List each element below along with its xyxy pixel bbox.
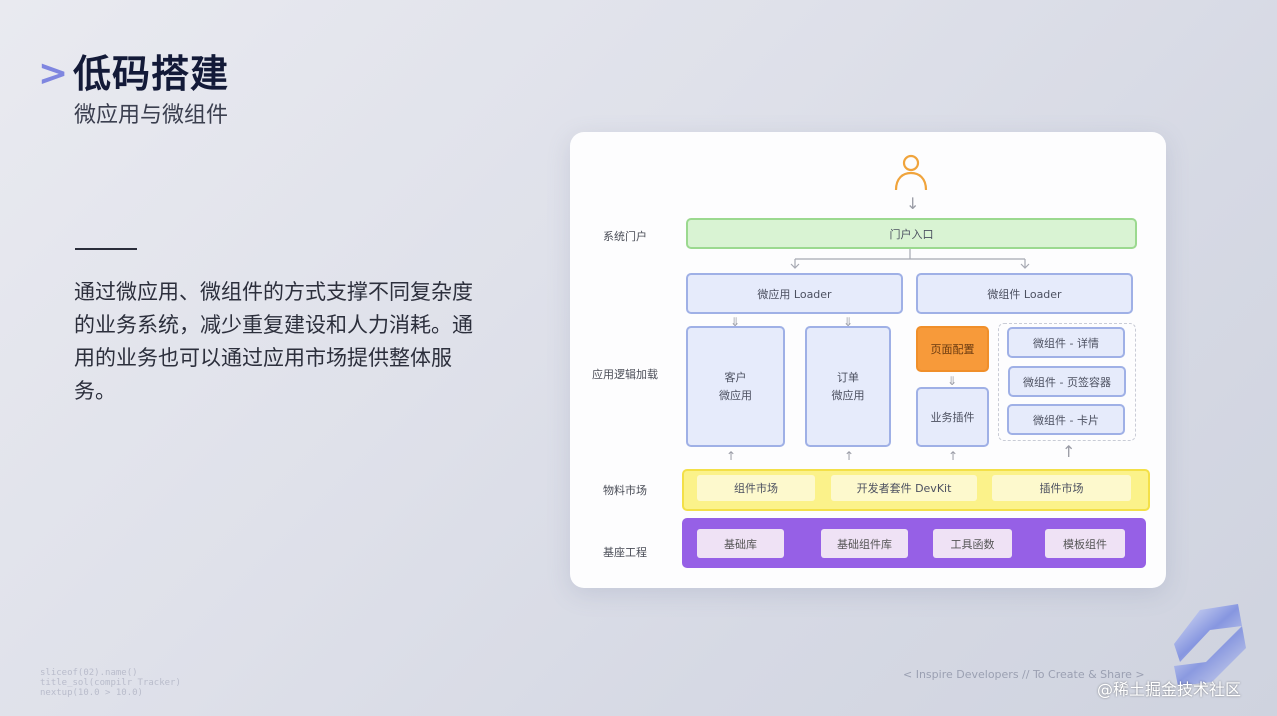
row-label-app-logic: 应用逻辑加载 [592,368,658,381]
micro-app-name: 客户 [724,370,747,384]
architecture-diagram: ↓ 系统门户 应用逻辑加载 物料市场 基座工程 门户入口 微应用 Loader … [570,132,1166,588]
micro-component-loader: 微组件 Loader [916,273,1133,314]
component-market: 组件市场 [697,475,815,501]
chevron-right-icon: > [38,53,69,94]
order-micro-app: 订单 微应用 [805,326,891,447]
arrow-up-icon: ↑ [948,449,959,463]
arrow-down-icon: ⇓ [947,374,958,388]
customer-micro-app: 客户 微应用 [686,326,785,447]
business-plugin: 业务插件 [916,387,989,447]
row-label-materials: 物料市场 [603,484,647,497]
plugin-market: 插件市场 [992,475,1131,501]
description-text: 通过微应用、微组件的方式支撑不同复杂度的业务系统，减少重复建设和人力消耗。通用的… [74,280,473,403]
row-label-base: 基座工程 [603,546,647,559]
micro-app-loader: 微应用 Loader [686,273,903,314]
micro-app-type: 微应用 [719,388,752,402]
row-label-portal: 系统门户 [603,230,647,243]
tagline: < Inspire Developers // To Create & Shar… [903,668,1145,681]
micro-app-name: 订单 [837,370,859,384]
code-line: sliceof(02).name() [40,668,138,678]
micro-app-type: 微应用 [831,388,865,402]
micro-component-card: 微组件 - 卡片 [1007,404,1125,435]
utility-functions: 工具函数 [933,529,1012,558]
arrow-up-icon: ↑ [1062,442,1076,461]
page-config: 页面配置 [916,326,989,372]
arrow-down-icon: ↓ [906,194,920,213]
arrow-down-icon: ⇓ [730,315,741,329]
micro-component-detail: 微组件 - 详情 [1007,327,1125,358]
branch-connector [790,249,1030,269]
watermark: @稀土掘金技术社区 [1097,680,1242,699]
logo-icon [1174,604,1246,686]
micro-component-tab-container: 微组件 - 页签容器 [1008,366,1126,397]
arrow-down-icon: ⇓ [843,315,854,329]
code-line: title_sol(compilr Tracker) [40,678,181,688]
code-line: nextup(10.0 > 10.0) [40,688,143,698]
template-components: 模板组件 [1045,529,1125,558]
arrow-up-icon: ↑ [726,449,737,463]
footer-code: sliceof(02).name() title_sol(compilr Tra… [40,668,181,698]
page-subtitle: 微应用与微组件 [74,103,229,128]
micro-component-group [998,323,1136,441]
base-component-library: 基础组件库 [821,529,908,558]
divider [75,248,137,250]
base-library: 基础库 [697,529,784,558]
portal-entry: 门户入口 [686,218,1137,249]
page-title: 低码搭建 [73,52,230,96]
user-icon [894,154,928,191]
arrow-up-icon: ↑ [844,449,855,463]
devkit: 开发者套件 DevKit [831,475,977,501]
